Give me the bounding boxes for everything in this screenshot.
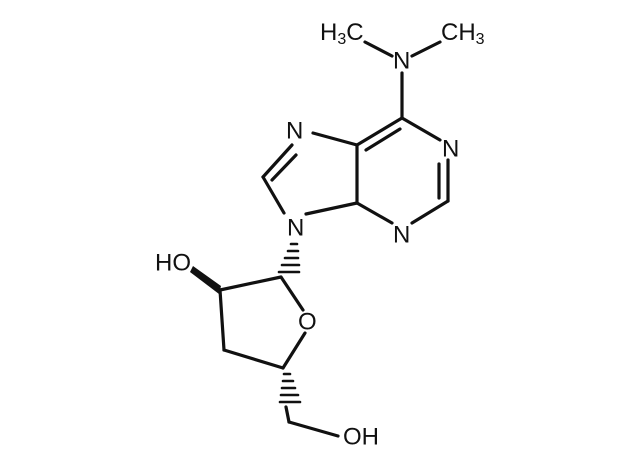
bond-n9-c4: [304, 201, 359, 216]
bond-c8-n9: [261, 175, 286, 215]
bond-me-left-n: [363, 40, 394, 58]
atom-label-n1: N: [442, 135, 459, 162]
bond-c5-c6: [355, 116, 404, 147]
bond-c5-n7: [311, 131, 359, 147]
atom-label-methyl-left: H3C: [320, 19, 364, 48]
bond-c1-o4: [279, 275, 305, 312]
atom-label-n9: N: [287, 214, 304, 241]
bond-c2-c1: [218, 275, 283, 292]
atom-label-o-ring: O: [298, 308, 317, 335]
atom-label-oh: OH: [343, 423, 379, 450]
atom-label-methyl-right: CH3: [441, 19, 485, 48]
bond-c2-n3: [410, 199, 450, 225]
bond-c6-n1: [400, 116, 442, 142]
hashed-bond-c4-ch2: [278, 372, 302, 404]
bond-c3-c2: [218, 288, 226, 352]
bond-c5-c6-inner: [364, 127, 402, 152]
bond-c4-ch2: [284, 405, 291, 424]
bond-c4-c3: [222, 348, 285, 370]
hashed-bond-n9-c1: [277, 242, 301, 274]
bond-o4-c4: [281, 331, 307, 370]
bond-n-me-right: [410, 40, 442, 58]
wedge-bond-c2-ho: [190, 266, 221, 294]
atom-label-ho: HO: [155, 249, 191, 276]
bond-n7-c8-inner: [270, 153, 298, 182]
atom-label-n3: N: [393, 221, 410, 248]
bond-ch2-oh: [287, 420, 340, 438]
bond-n3-c4: [355, 201, 394, 225]
atom-label-n-dimethyl: N: [393, 47, 410, 74]
bond-n7-c8: [261, 143, 294, 179]
atom-label-n7: N: [286, 117, 303, 144]
